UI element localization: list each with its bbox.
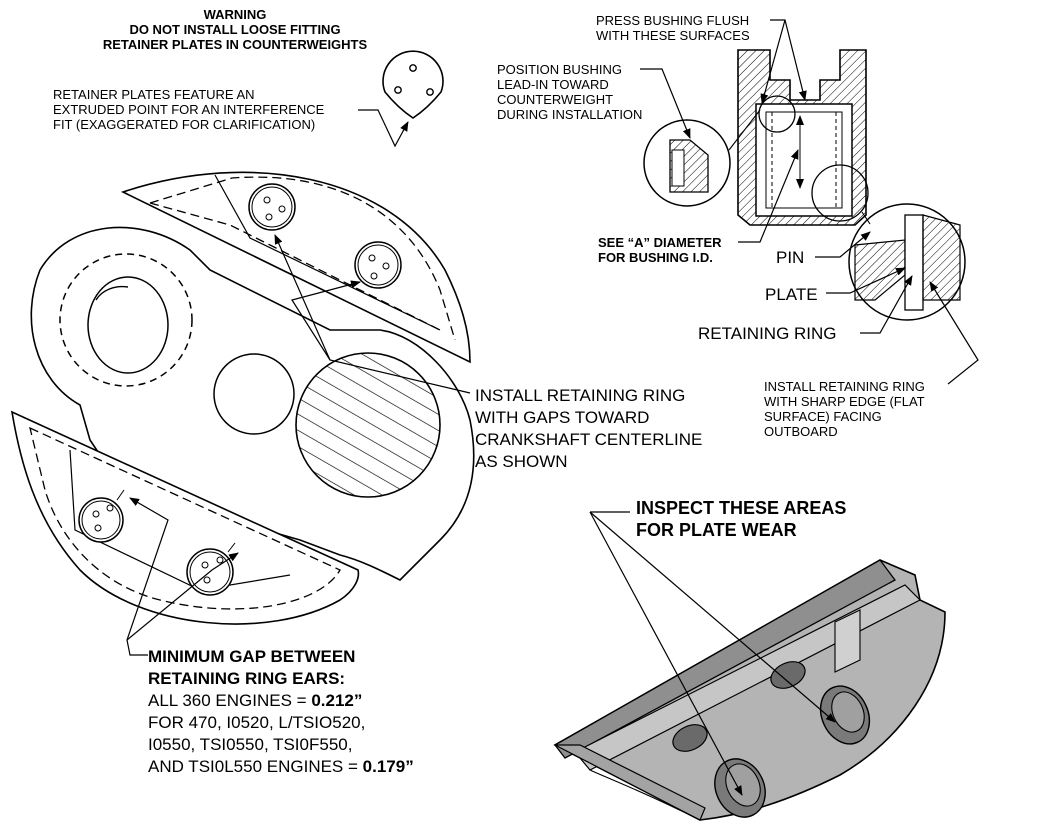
press-leader-2 xyxy=(760,19,786,104)
position-note-line: DURING INSTALLATION xyxy=(497,107,643,122)
min-gap-other-value: 0.179” xyxy=(362,757,414,776)
sharp-edge-note-line: OUTBOARD xyxy=(764,424,838,439)
see-a-note-line: SEE “A” DIAMETER xyxy=(598,235,722,250)
counterweight-body xyxy=(30,226,475,581)
gaps-note-line: INSTALL RETAINING RING xyxy=(475,386,686,405)
warning-line: RETAINER PLATES IN COUNTERWEIGHTS xyxy=(102,37,368,52)
retainer-plate-detail xyxy=(382,50,444,119)
gaps-note: INSTALL RETAINING RING WITH GAPS TOWARD … xyxy=(475,385,702,473)
retainer-note-line: FIT (EXAGGERATED FOR CLARIFICATION) xyxy=(53,117,316,132)
min-gap-leader-2 xyxy=(126,552,239,641)
min-gap-line-360: ALL 360 ENGINES = 0.212” xyxy=(148,690,414,712)
position-note: POSITION BUSHING LEAD-IN TOWARD COUNTERW… xyxy=(497,62,642,122)
position-note-line: POSITION BUSHING xyxy=(497,62,622,77)
inspect-note-line: INSPECT THESE AREAS xyxy=(636,498,847,518)
sharp-edge-note-line: SURFACE) FACING xyxy=(764,409,882,424)
min-gap-other-text: AND TSI0L550 ENGINES = xyxy=(148,757,363,776)
bushing-detail xyxy=(643,119,731,207)
press-note-line: WITH THESE SURFACES xyxy=(596,28,750,43)
gaps-note-line: AS SHOWN xyxy=(475,452,568,471)
position-leader xyxy=(640,68,691,139)
warning-line: WARNING xyxy=(203,7,267,22)
pin-leader xyxy=(815,231,871,258)
min-gap-heading: RETAINING RING EARS: xyxy=(148,669,346,688)
gaps-note-line: WITH GAPS TOWARD xyxy=(475,408,650,427)
bushing-section xyxy=(737,49,869,226)
ring-link xyxy=(861,211,871,225)
min-gap-line-3: I0550, TSI0550, TSI0F550, xyxy=(148,735,353,754)
see-a-note: SEE “A” DIAMETER FOR BUSHING I.D. xyxy=(598,235,722,265)
gaps-note-line: CRANKSHAFT CENTERLINE xyxy=(475,430,703,449)
see-a-leader xyxy=(738,149,799,243)
pin-label: PIN xyxy=(776,248,805,267)
min-gap-360-value: 0.212” xyxy=(311,691,363,710)
sharp-edge-note: INSTALL RETAINING RING WITH SHARP EDGE (… xyxy=(764,379,925,439)
position-note-line: COUNTERWEIGHT xyxy=(497,92,614,107)
ring-leader xyxy=(860,275,913,334)
lower-counterweight xyxy=(10,410,360,625)
warning-note: WARNING DO NOT INSTALL LOOSE FITTING RET… xyxy=(80,7,390,52)
ring-detail xyxy=(848,203,966,321)
retainer-note-line: RETAINER PLATES FEATURE AN xyxy=(53,87,255,102)
sharp-edge-note-line: WITH SHARP EDGE (FLAT xyxy=(764,394,925,409)
retainer-note-line: EXTRUDED POINT FOR AN INTERFERENCE xyxy=(53,102,325,117)
plate-leader xyxy=(826,267,906,294)
sharp-edge-note-line: INSTALL RETAINING RING xyxy=(764,379,925,394)
min-gap-line-2: FOR 470, I0520, L/TSIO520, xyxy=(148,713,366,732)
sharp-edge-leader xyxy=(929,281,979,385)
gaps-leader-2 xyxy=(291,280,361,361)
position-note-line: LEAD-IN TOWARD xyxy=(497,77,609,92)
counterweight-part-3d xyxy=(553,559,946,821)
inspect-note: INSPECT THESE AREAS FOR PLATE WEAR xyxy=(636,497,846,541)
min-gap-note: MINIMUM GAP BETWEEN RETAINING RING EARS:… xyxy=(148,646,414,778)
warning-line: DO NOT INSTALL LOOSE FITTING xyxy=(129,22,341,37)
upper-counterweight xyxy=(120,171,471,364)
detail-link xyxy=(728,109,761,151)
inspect-note-line: FOR PLATE WEAR xyxy=(636,520,797,540)
retainer-leader xyxy=(358,109,409,148)
inspect-leader-2 xyxy=(589,511,836,723)
retaining-ring-label: RETAINING RING xyxy=(698,324,837,343)
min-gap-360-text: ALL 360 ENGINES = xyxy=(148,691,312,710)
see-a-note-line: FOR BUSHING I.D. xyxy=(598,250,713,265)
press-note-line: PRESS BUSHING FLUSH xyxy=(596,13,750,28)
min-gap-heading: MINIMUM GAP BETWEEN xyxy=(148,647,356,666)
plate-label: PLATE xyxy=(765,285,818,304)
press-note: PRESS BUSHING FLUSH WITH THESE SURFACES xyxy=(596,13,750,43)
min-gap-line-4: AND TSI0L550 ENGINES = 0.179” xyxy=(148,756,414,778)
inspect-leader-1 xyxy=(589,511,743,796)
retainer-note: RETAINER PLATES FEATURE AN EXTRUDED POIN… xyxy=(53,87,324,132)
